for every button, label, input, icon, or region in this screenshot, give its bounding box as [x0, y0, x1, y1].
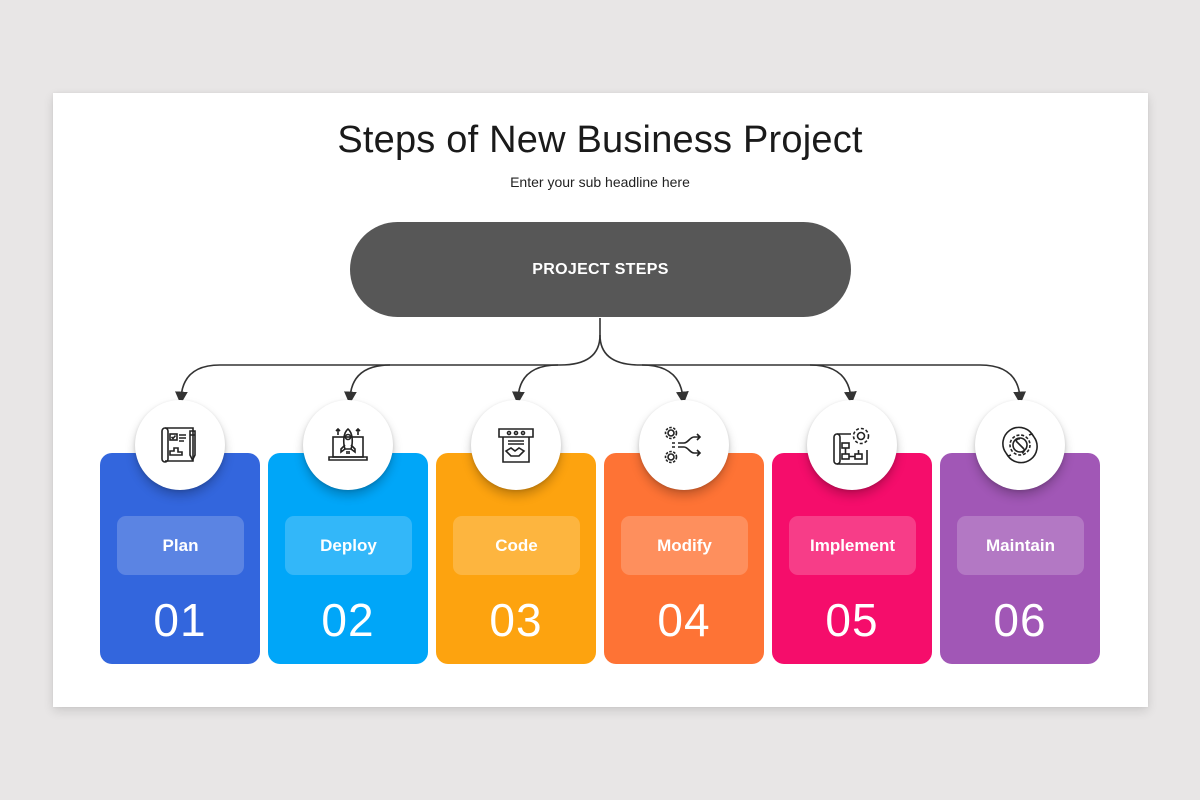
step-number: 04 — [657, 594, 711, 646]
step-label-box: Code — [453, 516, 580, 575]
step-label-box: Maintain — [957, 516, 1084, 575]
project-steps-hub: PROJECT STEPS — [350, 222, 851, 317]
step-number: 02 — [321, 594, 375, 646]
page-title: Steps of New Business Project — [337, 119, 863, 161]
step-label: Code — [495, 535, 538, 555]
step-icon-badge — [975, 400, 1065, 490]
step-icon-badge — [471, 400, 561, 490]
step-number: 03 — [489, 594, 543, 646]
step-label: Maintain — [986, 535, 1055, 555]
step-number: 06 — [993, 594, 1047, 646]
step-label-box: Modify — [621, 516, 748, 575]
step-number: 05 — [825, 594, 879, 646]
step-icon-badge — [135, 400, 225, 490]
step-card-implement: Implement 05 — [772, 453, 932, 664]
step-icon-badge — [807, 400, 897, 490]
maintenance-cycle-icon — [1002, 426, 1038, 464]
blueprint-icon — [161, 427, 196, 463]
step-icon-badge — [639, 400, 729, 490]
step-label: Modify — [657, 535, 712, 555]
step-icon-badge — [303, 400, 393, 490]
flowchart-gear-icon — [833, 427, 870, 465]
hub-label: PROJECT STEPS — [532, 260, 669, 278]
step-label: Implement — [809, 535, 896, 555]
page-subtitle: Enter your sub headline here — [510, 174, 690, 190]
step-label-box: Deploy — [285, 516, 412, 575]
contract-handshake-icon — [498, 428, 534, 463]
step-label: Plan — [162, 535, 199, 555]
gears-shuffle-icon — [664, 426, 702, 464]
step-label-box: Implement — [789, 516, 916, 575]
step-number: 01 — [153, 594, 207, 646]
step-label-box: Plan — [117, 516, 244, 575]
step-label: Deploy — [320, 535, 377, 555]
rocket-laptop-icon — [328, 427, 368, 461]
